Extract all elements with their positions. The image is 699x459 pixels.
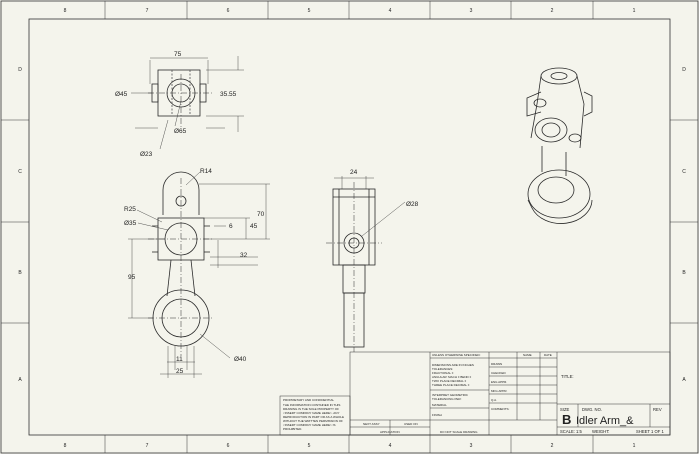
tb-size-value: B: [562, 412, 571, 427]
tb-date-col: DATE: [544, 353, 552, 357]
zone-col-3-bottom: 3: [470, 443, 473, 449]
tb-title-label: TITLE:: [561, 374, 574, 379]
zone-row-d: D: [18, 67, 22, 73]
dim-r25: R25: [124, 206, 136, 213]
zone-row-d-right: D: [682, 67, 686, 73]
tb-prop-line-2: DRAWING IS THE SOLE PROPERTY OF: [283, 407, 339, 411]
dim-95: 95: [128, 274, 136, 281]
dim-dia-35: Ø35: [124, 220, 137, 227]
side-view: [326, 176, 406, 352]
tb-checked: CHECKED: [491, 371, 507, 375]
zone-col-1: 1: [633, 8, 636, 14]
tb-comments: COMMENTS:: [491, 407, 509, 411]
dim-dia-23: Ø23: [140, 151, 153, 158]
zone-col-2: 2: [551, 8, 554, 14]
tb-prop-line-5: WITHOUT THE WRITTEN PERMISSION OF: [283, 419, 343, 423]
tb-prop-line-1: THE INFORMATION CONTAINED IN THIS: [283, 403, 340, 407]
zone-row-a-right: A: [682, 377, 686, 383]
dim-6: 6: [229, 223, 233, 230]
zone-col-8-bottom: 8: [64, 443, 67, 449]
tb-angular: ANGULAR: MACH ± BEND ±: [432, 375, 471, 379]
dim-dia-28: Ø28: [406, 201, 419, 208]
dim-width-75: 75: [174, 51, 182, 58]
dim-r14: R14: [200, 168, 212, 175]
tb-finish: FINISH: [432, 413, 442, 417]
dim-width-24: 24: [350, 169, 358, 176]
tb-fractional: FRACTIONAL ±: [432, 371, 454, 375]
dim-70: 70: [257, 211, 265, 218]
title-block: [279, 351, 671, 436]
dim-11: 11: [176, 356, 183, 363]
zone-col-3: 3: [470, 8, 473, 14]
zone-row-c: C: [18, 169, 22, 175]
tb-prop-line-7: PROHIBITED.: [283, 427, 302, 431]
dim-32: 32: [240, 252, 248, 259]
tb-prop-line-4: REPRODUCTION IN PART OR AS A WHOLE: [283, 415, 344, 419]
tb-scale: SCALE: 1:5: [560, 429, 583, 434]
zone-row-b-right: B: [682, 270, 686, 276]
tb-dwg-no-label: DWG. NO.: [582, 407, 602, 412]
tb-name-col: NAME: [523, 353, 532, 357]
tb-two-place: TWO PLACE DECIMAL ±: [432, 379, 467, 383]
tb-next-assy: NEXT ASSY: [363, 422, 380, 426]
tb-drawn: DRAWN: [491, 362, 502, 366]
tb-prop-line-3: <INSERT COMPANY NAME HERE>. ANY: [283, 411, 339, 415]
zone-col-6: 6: [227, 8, 230, 14]
zone-col-1-bottom: 1: [633, 443, 636, 449]
tb-sheet: SHEET 1 OF 1: [636, 429, 665, 434]
tb-dimensions: DIMENSIONS ARE IN INCHES: [432, 363, 474, 367]
zone-col-4-bottom: 4: [389, 443, 392, 449]
zone-row-b: B: [18, 270, 22, 276]
isometric-view: [526, 67, 593, 224]
tb-tolerancing: TOLERANCING PER:: [432, 397, 462, 401]
zone-col-5-bottom: 5: [308, 443, 311, 449]
top-view: [131, 56, 244, 150]
zone-col-7: 7: [146, 8, 149, 14]
tb-unless: UNLESS OTHERWISE SPECIFIED:: [432, 353, 481, 357]
tb-dwg-no-value: Idler Arm_&: [576, 415, 634, 427]
tb-size-label: SIZE: [560, 407, 570, 412]
tb-three-place: THREE PLACE DECIMAL ±: [432, 383, 470, 387]
zone-col-2-bottom: 2: [551, 443, 554, 449]
tb-do-not-scale: DO NOT SCALE DRAWING: [440, 430, 478, 434]
tb-proprietary: PROPRIETARY AND CONFIDENTIAL: [283, 398, 334, 402]
zone-col-7-bottom: 7: [146, 443, 149, 449]
dim-dia-65: Ø65: [174, 128, 187, 135]
dim-dia-45: Ø45: [115, 91, 128, 98]
inner-border: [28, 18, 671, 436]
dim-45: 45: [250, 223, 258, 230]
tb-rev-label: REV: [653, 407, 662, 412]
tb-prop-line-6: <INSERT COMPANY NAME HERE> IS: [283, 423, 335, 427]
tb-eng-appr: ENG APPR.: [491, 380, 507, 384]
tb-mfg-appr: MFG APPR.: [491, 389, 508, 393]
dim-35-55: 35.55: [220, 91, 237, 98]
zone-col-4: 4: [389, 8, 392, 14]
zone-row-c-right: C: [682, 169, 686, 175]
dim-dia-40: Ø40: [234, 356, 247, 363]
zone-col-5: 5: [308, 8, 311, 14]
dim-25: 25: [176, 368, 184, 375]
tb-qa: Q.A.: [491, 398, 497, 402]
tb-material: MATERIAL: [432, 403, 447, 407]
zone-col-8: 8: [64, 8, 67, 14]
zone-col-6-bottom: 6: [227, 443, 230, 449]
tb-tolerances: TOLERANCES:: [432, 367, 453, 371]
zone-row-a: A: [18, 377, 22, 383]
tb-used-on: USED ON: [404, 422, 418, 426]
front-view: [128, 171, 270, 378]
tb-interpret: INTERPRET GEOMETRIC: [432, 393, 469, 397]
tb-application: APPLICATION: [380, 430, 400, 434]
tb-weight: WEIGHT:: [592, 429, 609, 434]
